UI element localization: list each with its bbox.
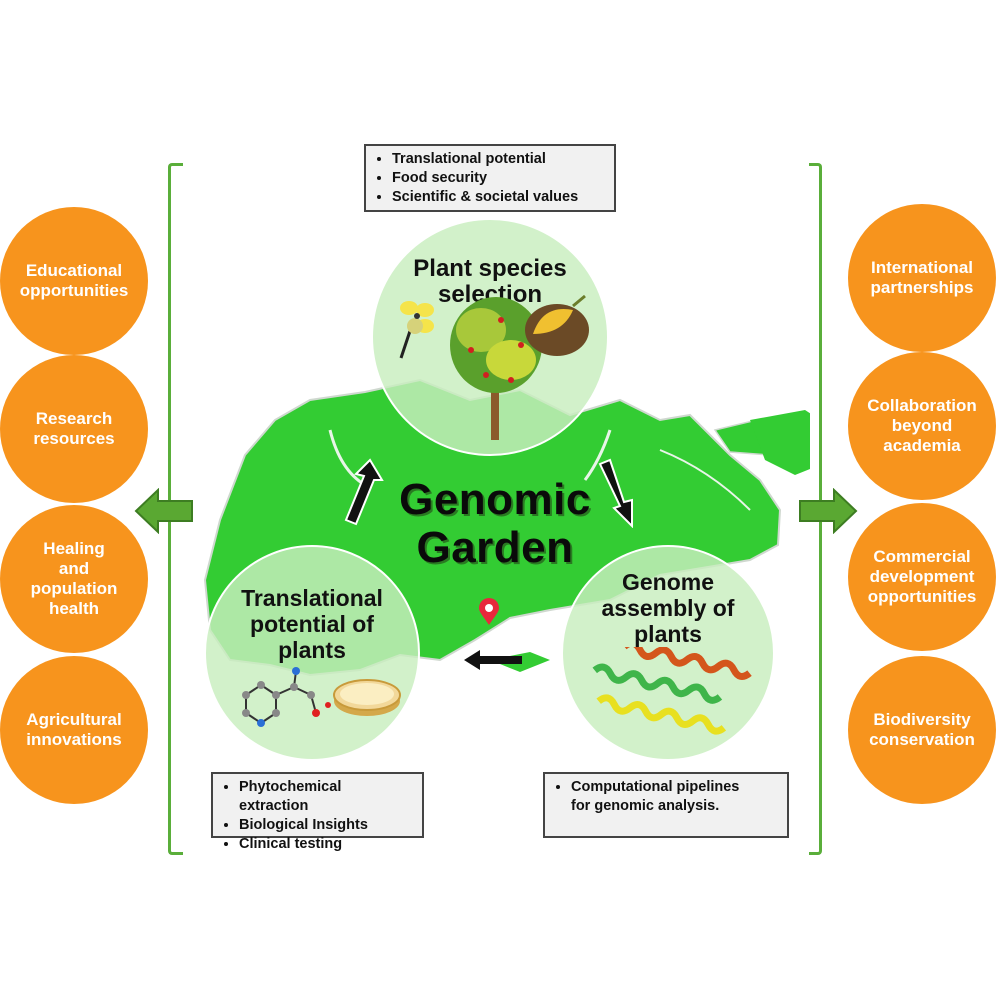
outcome-healing-population-health: Healing and population health — [0, 505, 148, 653]
theme-circle-genome-assembly: Genome assembly of plants — [561, 545, 775, 761]
outcome-label: Educational opportunities — [19, 261, 129, 300]
arrow-up-right-icon — [344, 458, 384, 526]
outcome-label: Research resources — [33, 409, 115, 448]
outcome-international-partnerships: International partnerships — [848, 204, 996, 352]
info-item: Phytochemical extraction — [239, 778, 414, 816]
info-item: Biological Insights — [239, 816, 414, 835]
info-item: Clinical testing — [239, 835, 414, 854]
outcome-label: Collaboration beyond academia — [867, 396, 977, 455]
outcome-commercial-development: Commercial development opportunities — [848, 503, 996, 651]
dna-helix-icon — [592, 647, 752, 735]
molecule-icon — [242, 667, 331, 727]
info-item: Computational pipelines for genomic anal… — [571, 778, 749, 816]
petri-dish-icon — [333, 679, 401, 716]
outcome-label: International partnerships — [870, 258, 974, 297]
theme-circle-plant-species-selection: Plant species selection — [371, 218, 609, 456]
bottom-left-info-box: Phytochemical extraction Biological Insi… — [211, 772, 424, 852]
outcome-label: Healing and population health — [30, 539, 118, 618]
outcome-research-resources: Research resources — [0, 355, 148, 503]
top-info-box: Translational potential Food security Sc… — [364, 144, 616, 212]
arrow-left-icon — [464, 650, 522, 670]
right-outward-arrow-icon — [799, 488, 858, 534]
left-outward-arrow-icon — [134, 488, 193, 534]
tree-icon — [450, 297, 542, 440]
arrow-down-right-icon — [598, 458, 633, 528]
info-item: Scientific & societal values — [392, 188, 606, 207]
outcome-collaboration-beyond-academia: Collaboration beyond academia — [848, 352, 996, 500]
info-item: Food security — [392, 169, 606, 188]
outcome-label: Agricultural innovations — [26, 710, 122, 749]
theme-title: Translational potential of plants — [241, 585, 383, 663]
outcome-label: Commercial development opportunities — [867, 547, 977, 606]
theme-title: Genome assembly of plants — [601, 569, 735, 647]
outcome-educational-opportunities: Educational opportunities — [0, 207, 148, 355]
theme-circle-translational-potential: Translational potential of plants — [204, 545, 420, 761]
location-pin-icon — [479, 598, 499, 625]
outcome-agricultural-innovations: Agricultural innovations — [0, 656, 148, 804]
outcome-label: Biodiversity conservation — [869, 710, 975, 749]
bottom-right-info-box: Computational pipelines for genomic anal… — [543, 772, 789, 838]
theme-title: Plant species selection — [413, 255, 567, 308]
flower-icon — [399, 301, 434, 359]
outcome-biodiversity-conservation: Biodiversity conservation — [848, 656, 996, 804]
info-item: Translational potential — [392, 150, 606, 169]
center-title-genomic-garden: Genomic Garden — [399, 475, 591, 572]
durian-fruit-icon — [525, 294, 589, 356]
